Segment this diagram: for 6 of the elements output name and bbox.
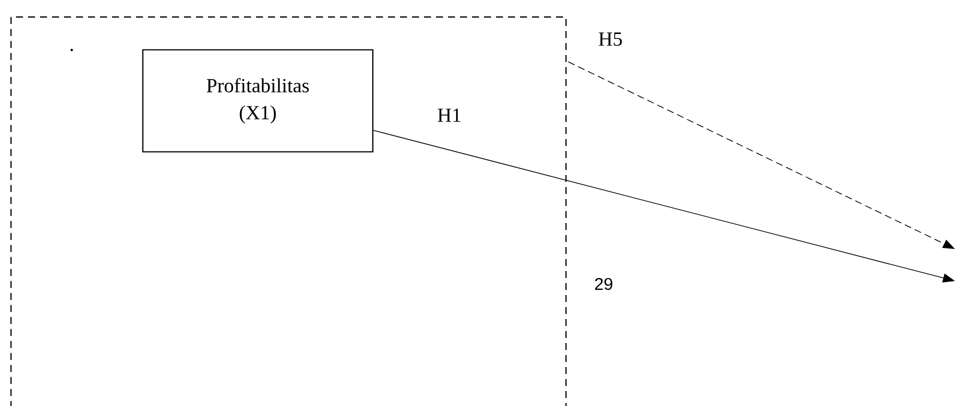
edge-label: H5 bbox=[598, 32, 622, 46]
edge-label: H1 bbox=[438, 108, 460, 122]
variable-box: Profitabilitas (X1) bbox=[142, 49, 374, 152]
dot-mark: . bbox=[70, 48, 73, 52]
dashed-frame bbox=[10, 16, 567, 406]
page-number: 29 bbox=[595, 278, 612, 290]
